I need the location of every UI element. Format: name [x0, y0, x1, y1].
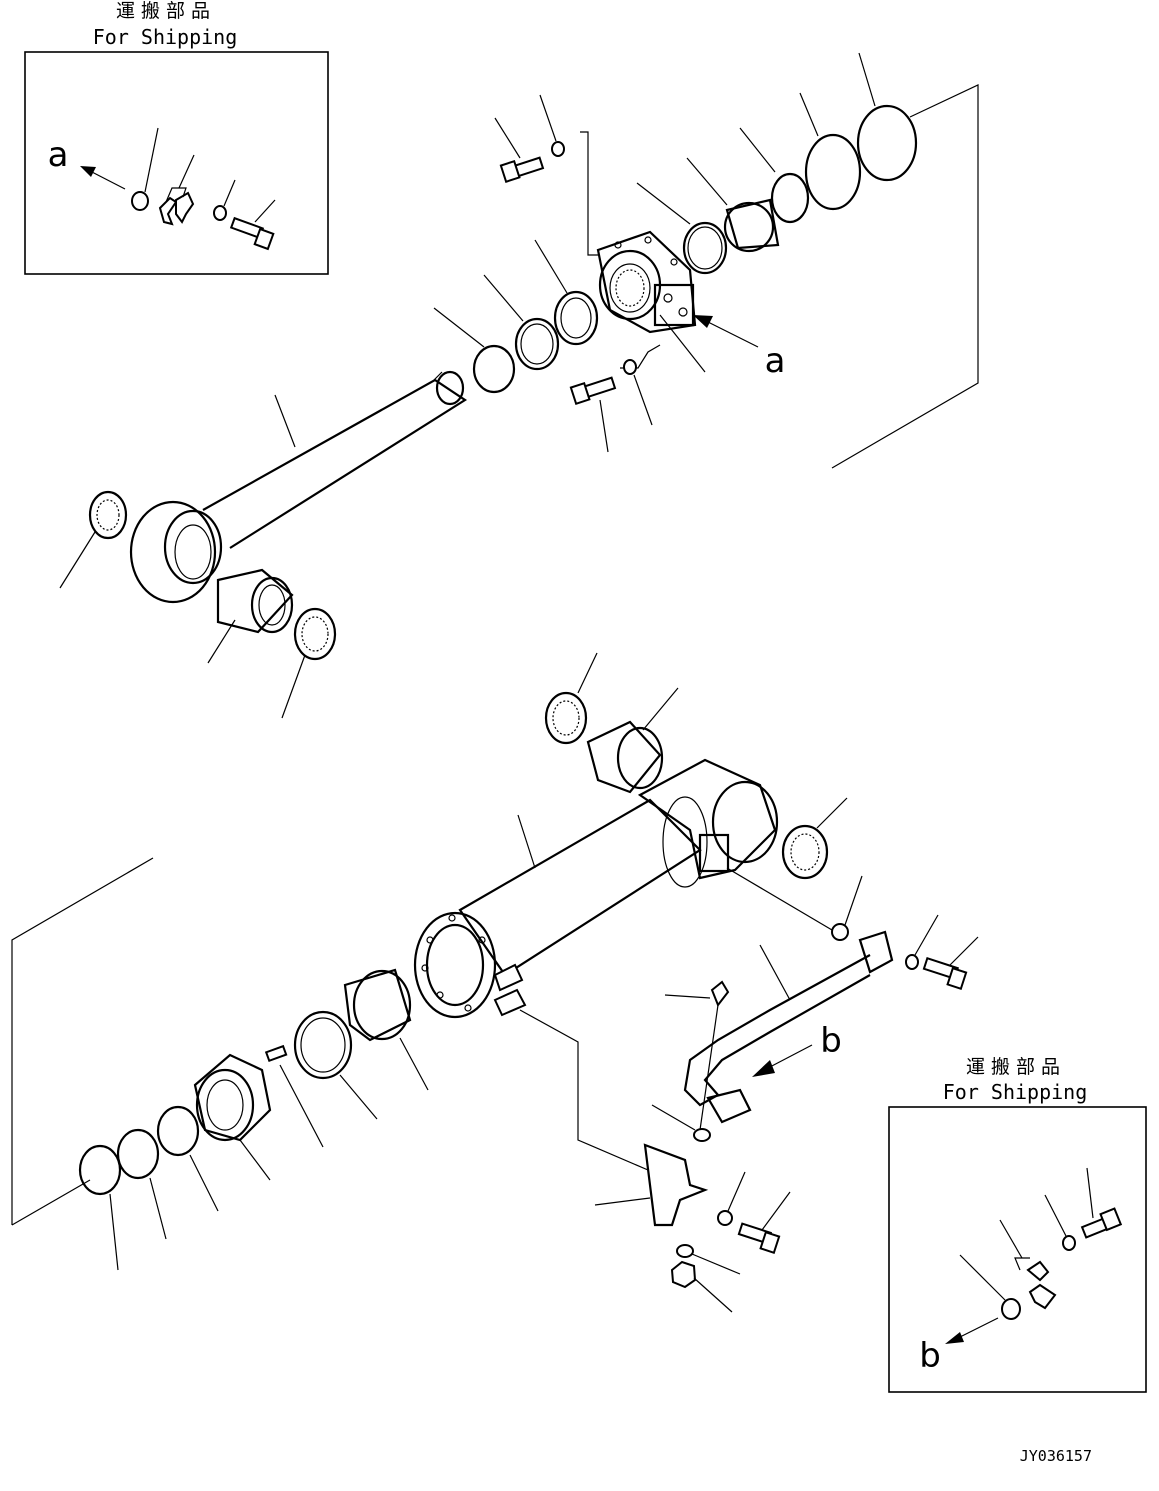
head-washer-top: [539, 94, 565, 157]
washer-icon: [1044, 1194, 1076, 1251]
set-screw: [264, 1044, 324, 1148]
tube-flange: [413, 911, 497, 1019]
seal-ring-2: [483, 274, 560, 371]
hydraulic-pipe: [683, 930, 894, 1124]
piston-rod-assembly: [59, 370, 468, 719]
tube-bearing-top: [544, 652, 598, 745]
piston-ring-2: [116, 1128, 167, 1240]
seal-ring-3: [534, 239, 599, 346]
pipe-bolt: [922, 936, 979, 990]
bracket-washer-2: [676, 1244, 741, 1275]
piston-seal: [293, 1010, 378, 1120]
shipping-box-a-title-jp: 運 搬 部 品: [116, 0, 210, 22]
bracket-washer-1: [717, 1171, 746, 1226]
arrow-icon: [945, 1317, 999, 1344]
head-seal-outer: [856, 52, 918, 182]
group-bracket-line: [11, 857, 154, 1225]
cylinder-tube-assembly: [413, 758, 779, 1171]
shipping-parts-box-b: 運 搬 部 品 For Shipping b: [888, 1056, 1147, 1393]
split-flange-icon: [999, 1219, 1057, 1310]
pipe-clip: [664, 980, 730, 1008]
head-backup-ring: [739, 127, 810, 224]
bolt-icon: [229, 199, 276, 251]
tube-bottom-end: [637, 758, 779, 888]
shipping-box-b-title-en: For Shipping: [943, 1080, 1088, 1104]
piston-bushing-wide: [343, 968, 429, 1091]
piston: [193, 1053, 272, 1181]
mounting-bracket: [594, 1143, 709, 1227]
callout-b-arrow: b: [752, 1021, 842, 1077]
callout-a-label: a: [765, 341, 786, 381]
tube-bearing-right: [781, 797, 848, 880]
rod-seals: [433, 239, 599, 394]
leader-line: [659, 314, 706, 373]
leader-line: [274, 394, 296, 448]
head-bolt-bottom: [569, 376, 617, 453]
head-bushing: [686, 157, 780, 253]
split-flange-icon: [158, 154, 195, 226]
head-bolt-top: [494, 117, 545, 183]
shipping-box-b-title-jp: 運 搬 部 品: [966, 1056, 1060, 1078]
bracket-nut: [670, 1260, 733, 1313]
shipping-box-b-arrow-label: b: [919, 1336, 941, 1376]
shipping-box-b-frame: [888, 1106, 1147, 1393]
shipping-parts-box-a: 運 搬 部 品 For Shipping a: [24, 0, 329, 275]
piston-ring-1: [156, 1105, 219, 1212]
bearing-right: [281, 607, 337, 719]
bearing-left: [59, 490, 128, 589]
plug: [726, 867, 863, 941]
leader-line: [517, 814, 536, 869]
callout-a-arrow: a: [693, 315, 785, 381]
bracket-line: [519, 1009, 649, 1171]
cylinder-head: [580, 131, 706, 373]
bushing-rod: [207, 568, 294, 664]
shipping-box-a-frame: [24, 51, 329, 275]
bracket-bolt: [737, 1191, 791, 1254]
seal-ring-1: [433, 307, 516, 394]
group-bracket-line: [831, 84, 979, 469]
washer-icon: [213, 179, 236, 221]
drawing-code: JY036157: [1020, 1447, 1092, 1465]
pipe-washer: [905, 914, 939, 970]
rod-eye: [129, 500, 223, 604]
piston-rod: [202, 370, 468, 549]
shipping-box-a-title-en: For Shipping: [93, 25, 238, 49]
head-washer-bottom: [623, 359, 653, 426]
tube-bushing-top: [586, 687, 679, 794]
o-ring-icon: [131, 127, 159, 211]
group-bracket-line: [11, 1179, 91, 1226]
bracket-line: [580, 131, 598, 256]
arrow-icon: [80, 166, 126, 190]
head-seal-large: [799, 92, 862, 211]
clamp-nut-small: [651, 1004, 719, 1142]
shipping-box-a-arrow-label: a: [48, 135, 69, 175]
piston-ring-3: [78, 1144, 122, 1271]
grease-fittings: [493, 963, 527, 1017]
callout-b-label: b: [820, 1021, 842, 1061]
o-ring-icon: [959, 1254, 1021, 1320]
head-o-ring: [636, 182, 728, 275]
bolt-icon: [1080, 1167, 1123, 1239]
